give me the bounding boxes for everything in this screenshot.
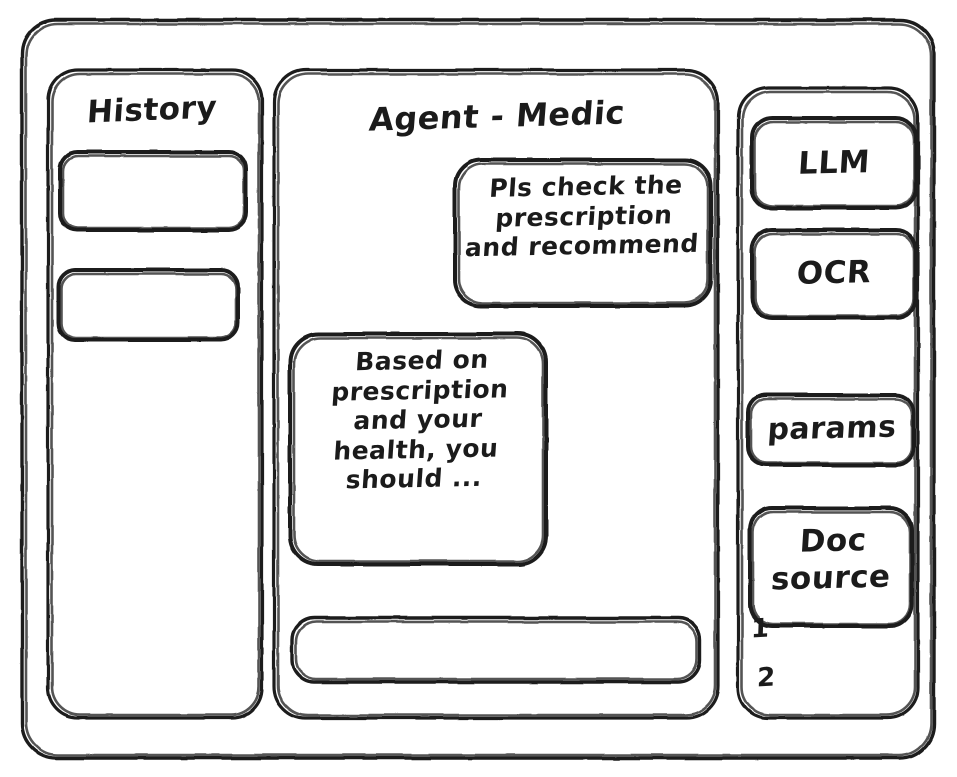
sidebar-title: History [85,89,219,131]
chat-input[interactable] [292,618,700,682]
doc-source-list-item-2[interactable]: 2 [756,662,777,694]
agent-message-text: Based on prescription and your health, y… [330,344,510,495]
doc-source-list-item-1[interactable]: 1 [750,613,771,645]
user-message-text: Pls check the prescription and recommend [464,170,700,263]
tool-ocr-button[interactable] [752,230,916,318]
tool-llm-button[interactable] [752,118,916,208]
page-title: Agent - Medic [367,93,627,139]
sidebar-item-history-1[interactable] [60,152,246,230]
sidebar-item-history-2[interactable] [58,270,238,340]
tool-params-button[interactable] [748,395,914,465]
tool-doc-source-button[interactable] [750,508,912,626]
